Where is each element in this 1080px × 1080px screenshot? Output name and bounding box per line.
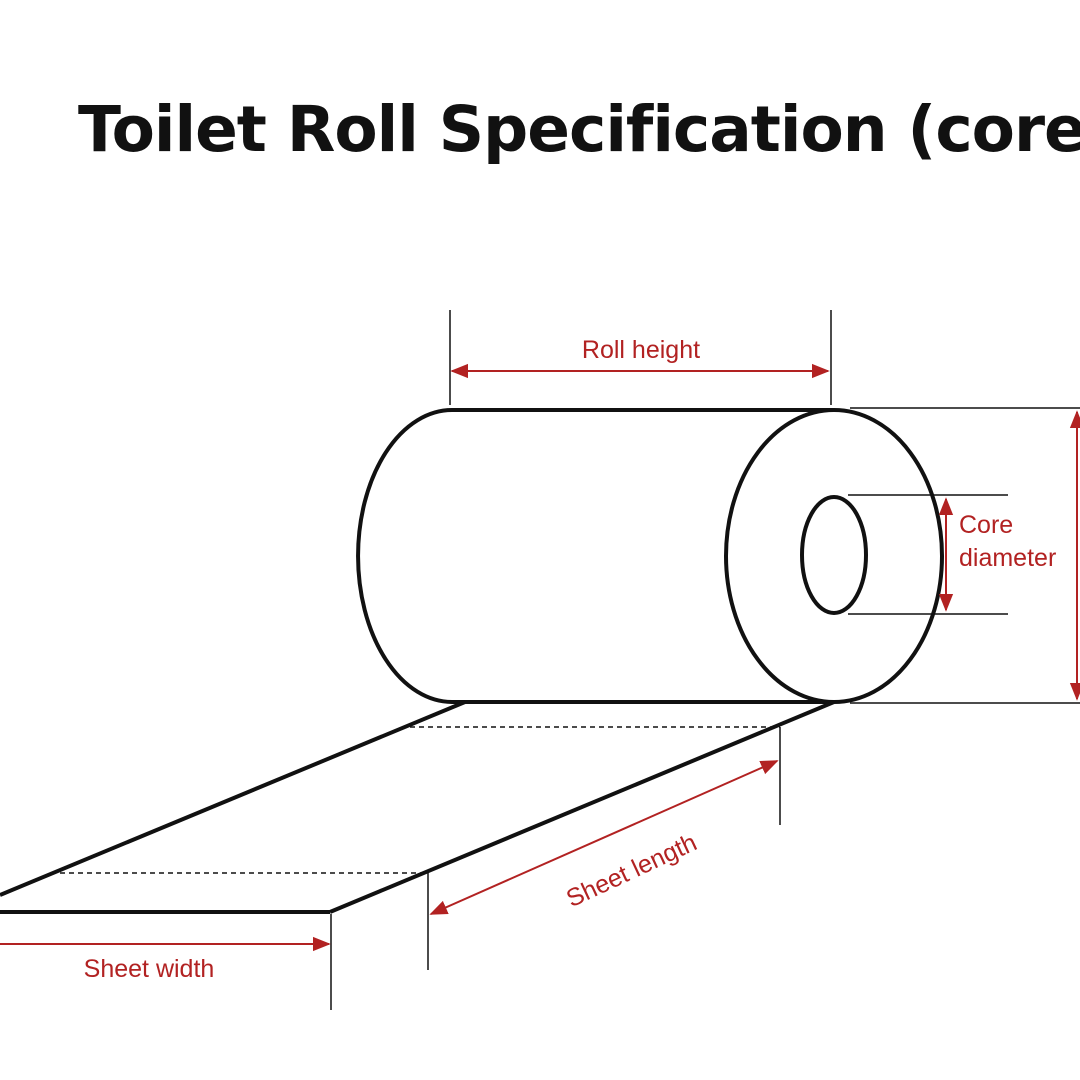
roll-cylinder-outline: [356, 408, 834, 704]
roll-height-label: Roll height: [582, 336, 700, 364]
sheet-left-edge: [0, 700, 466, 897]
page-title: Toilet Roll Specification (core): [78, 93, 1080, 166]
roll-body: [356, 408, 944, 704]
sheet-width-label: Sheet width: [84, 955, 215, 983]
core-diameter-label-line2: diameter: [959, 544, 1056, 572]
sheet-length-arrow: [429, 760, 779, 915]
sheet-length-label: Sheet length: [562, 828, 701, 913]
unrolled-sheet: [0, 700, 835, 914]
extension-lines: [330, 310, 1080, 1010]
core-diameter-label-line1: Core: [959, 511, 1013, 539]
dimension-arrows: [0, 363, 1080, 952]
core-hole: [800, 495, 868, 615]
roll-end-face: [724, 408, 944, 704]
